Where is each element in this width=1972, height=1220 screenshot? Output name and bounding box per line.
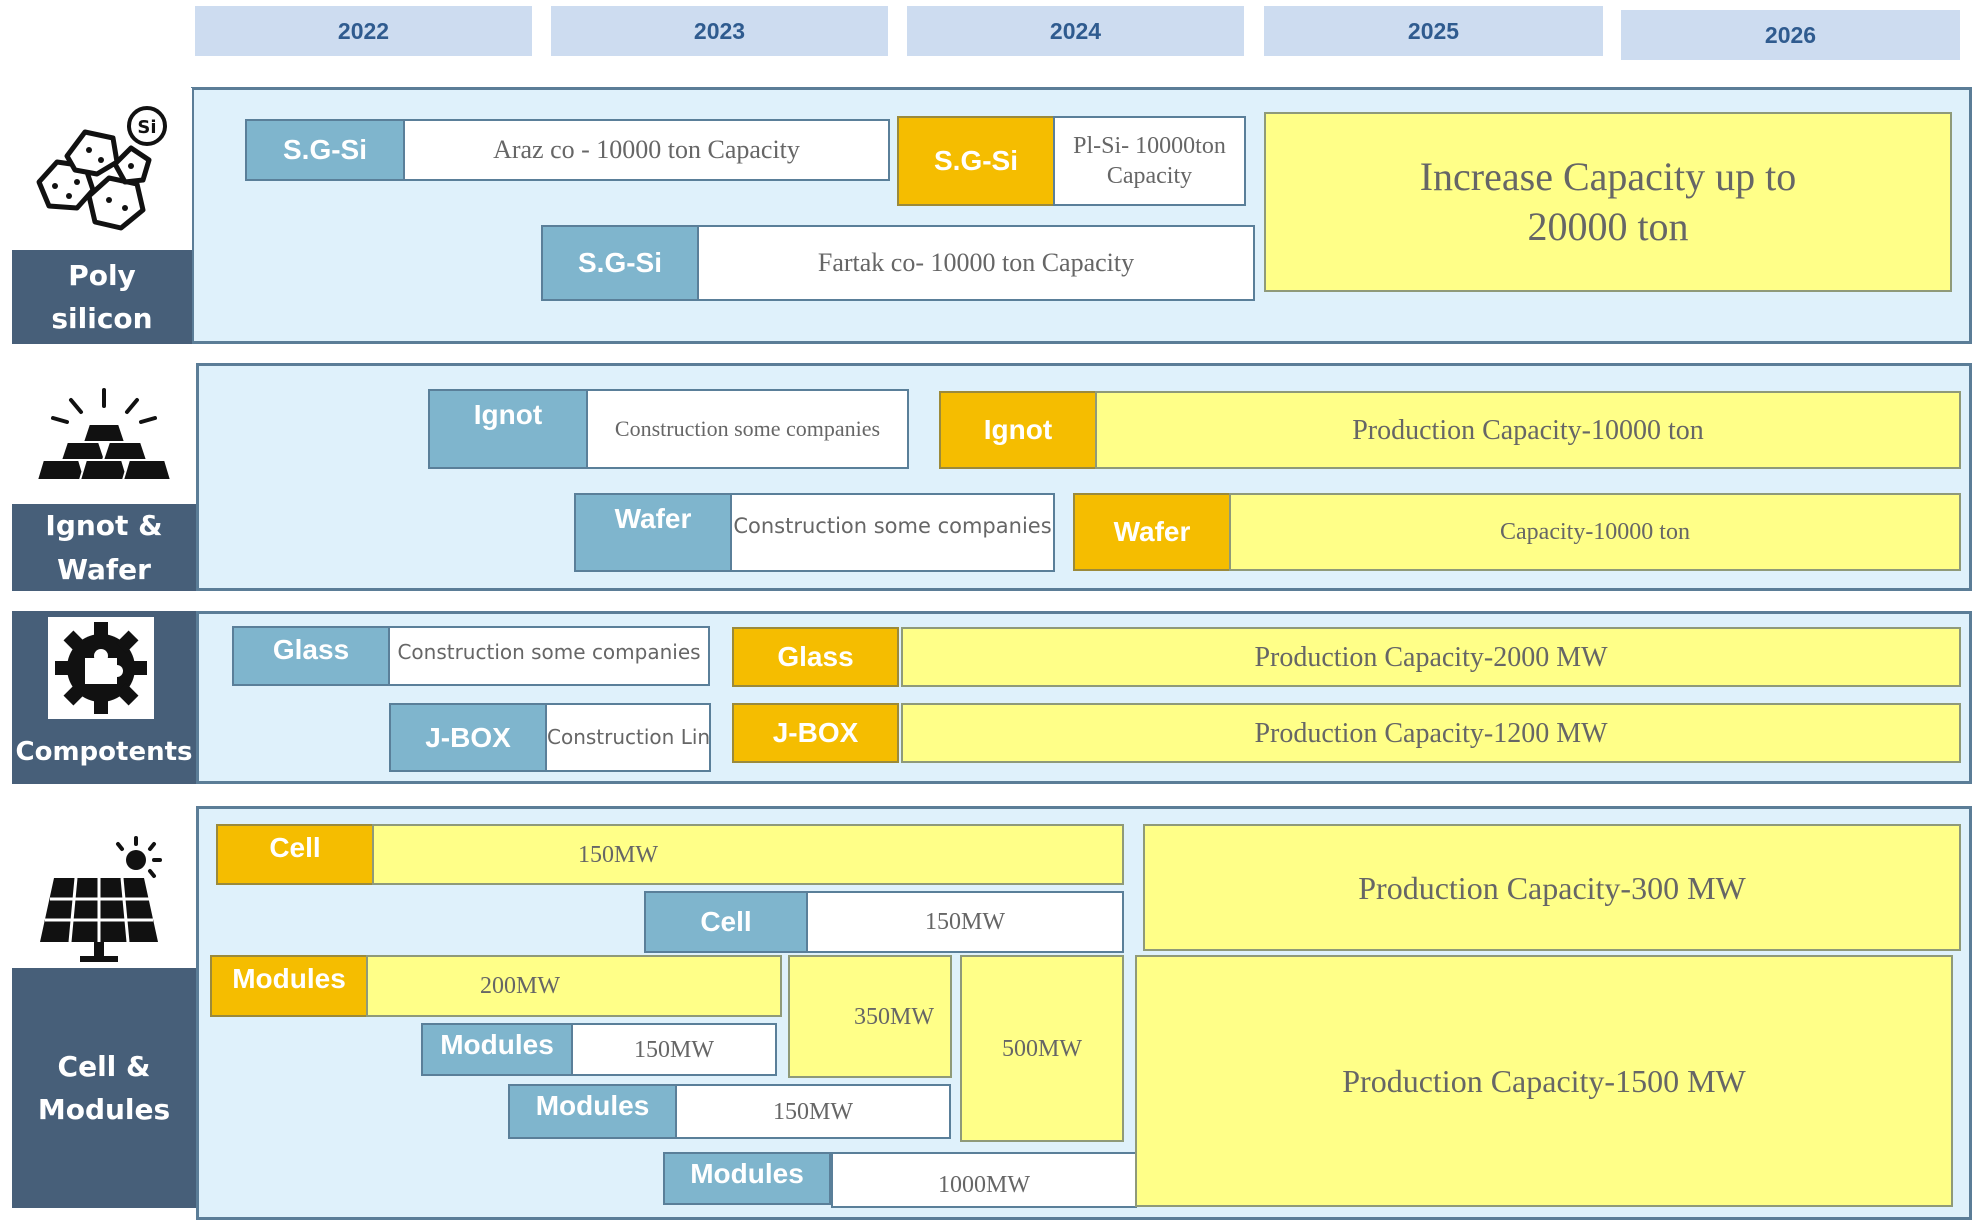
year-header-2022: 2022 bbox=[195, 6, 532, 56]
gear-puzzle-icon bbox=[55, 622, 147, 714]
year-header-2025: 2025 bbox=[1264, 6, 1603, 56]
tag-modules-4: Modules bbox=[663, 1152, 831, 1205]
tag-cell-1: Cell bbox=[216, 824, 374, 885]
bar-modules-350: 350MW bbox=[788, 955, 952, 1078]
bar-ingot-construction: Construction some companies bbox=[586, 389, 909, 469]
category-cell-modules: Cell & Modules bbox=[12, 968, 196, 1208]
tag-wafer-capacity: Wafer bbox=[1073, 493, 1231, 571]
bar-plsi-capacity: Pl-Si- 10000ton Capacity bbox=[1053, 116, 1246, 206]
tag-wafer-construction: Wafer bbox=[574, 493, 732, 572]
bar-modules-2-value: 150MW bbox=[571, 1023, 777, 1076]
bar-increase-capacity: Increase Capacity up to 20000 ton bbox=[1264, 112, 1952, 292]
tag-modules-1: Modules bbox=[210, 955, 368, 1017]
bar-ingot-production: Production Capacity-10000 ton bbox=[1095, 391, 1961, 469]
bar-modules-4-value: 1000MW bbox=[831, 1152, 1137, 1208]
year-header-2026: 2026 bbox=[1621, 10, 1960, 60]
ingot-bars-icon bbox=[35, 388, 173, 481]
bar-modules-1-value: 200MW bbox=[366, 955, 782, 1017]
bar-jbox-production: Production Capacity-1200 MW bbox=[901, 703, 1961, 763]
category-components: Compotents bbox=[15, 737, 193, 767]
si-badge: Si bbox=[137, 117, 156, 138]
tag-modules-2: Modules bbox=[421, 1023, 573, 1076]
tag-sgsi-plsi: S.G-Si bbox=[897, 116, 1055, 206]
bar-araz-capacity: Araz co - 10000 ton Capacity bbox=[403, 119, 890, 181]
bar-cell-capacity: Production Capacity-300 MW bbox=[1143, 824, 1961, 951]
bar-modules-capacity: Production Capacity-1500 MW bbox=[1135, 955, 1953, 1207]
polysilicon-rocks-icon: Si bbox=[36, 106, 167, 231]
tag-jbox-construction: J-BOX bbox=[389, 703, 547, 772]
category-ingot-wafer: Ignot & Wafer bbox=[12, 504, 196, 591]
solar-panel-icon bbox=[40, 836, 162, 962]
bar-glass-production: Production Capacity-2000 MW bbox=[901, 627, 1961, 687]
tag-sgsi-araz: S.G-Si bbox=[245, 119, 405, 181]
tag-glass-construction: Glass bbox=[232, 626, 390, 686]
bar-wafer-capacity: Capacity-10000 ton bbox=[1229, 493, 1961, 571]
bar-modules-3-value: 150MW bbox=[675, 1084, 951, 1139]
cell-modules-icon-box bbox=[12, 830, 192, 968]
category-polysilicon: Poly silicon bbox=[12, 250, 192, 344]
bar-glass-construction: Construction some companies bbox=[388, 626, 710, 686]
tag-sgsi-fartak: S.G-Si bbox=[541, 225, 699, 301]
polysilicon-icon-box: Si bbox=[12, 88, 192, 250]
tag-jbox-production: J-BOX bbox=[732, 703, 899, 763]
year-header-2023: 2023 bbox=[551, 6, 888, 56]
tag-cell-2: Cell bbox=[644, 891, 808, 953]
tag-glass-production: Glass bbox=[732, 627, 899, 687]
bar-wafer-construction: Construction some companies bbox=[730, 493, 1055, 572]
bar-cell-2-value: 150MW bbox=[806, 891, 1124, 953]
bar-cell-1-value: 150MW bbox=[372, 824, 1124, 885]
tag-ingot-construction: Ignot bbox=[428, 389, 588, 469]
tag-modules-3: Modules bbox=[508, 1084, 677, 1139]
year-header-2024: 2024 bbox=[907, 6, 1244, 56]
tag-ingot-production: Ignot bbox=[939, 391, 1097, 469]
ingot-icon-box bbox=[12, 364, 196, 504]
components-icon-box bbox=[48, 617, 154, 719]
bar-modules-500: 500MW bbox=[960, 955, 1124, 1142]
bar-fartak-capacity: Fartak co- 10000 ton Capacity bbox=[697, 225, 1255, 301]
bar-jbox-construction: Construction Lines bbox=[545, 703, 711, 772]
